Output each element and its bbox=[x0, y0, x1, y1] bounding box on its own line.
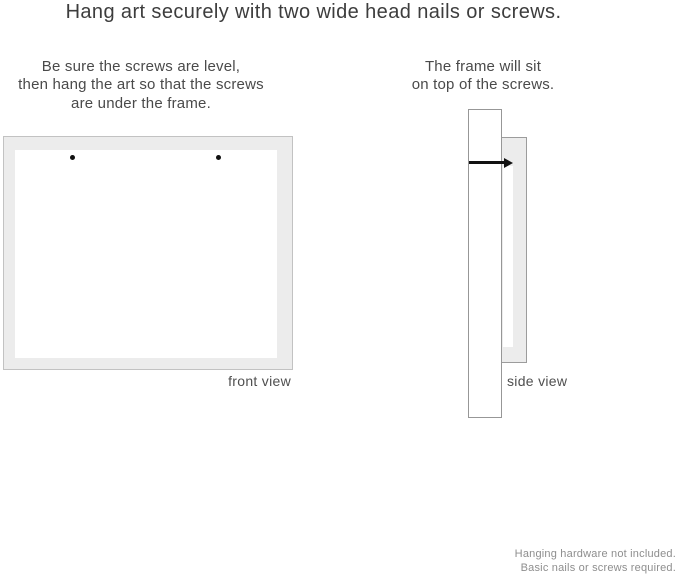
nail-shaft bbox=[469, 161, 505, 164]
frame-side-profile bbox=[501, 137, 527, 363]
front-instruction-line-1: Be sure the screws are level, bbox=[41, 58, 241, 75]
footnote-line-2: Basic nails or screws required. bbox=[520, 561, 676, 574]
canvas-side-strip bbox=[503, 166, 513, 347]
screw-head-icon bbox=[70, 154, 75, 160]
side-instruction-line-2: on top of the screws. bbox=[411, 76, 555, 94]
wall-board bbox=[468, 109, 502, 418]
screw-head-icon bbox=[216, 154, 221, 160]
front-instruction-line-2: then hang the art so that the screws bbox=[18, 76, 264, 94]
nail-head bbox=[504, 158, 513, 168]
front-view-caption: front view bbox=[228, 373, 291, 389]
art-canvas bbox=[15, 150, 277, 358]
side-view-instructions: The frame will sit on top of the screws. bbox=[383, 58, 583, 95]
page-title: Hang art securely with two wide head nai… bbox=[65, 1, 562, 23]
footnote-line-1: Hanging hardware not included. bbox=[514, 548, 676, 560]
framed-art-front-view bbox=[3, 136, 293, 370]
front-view-instructions: Be sure the screws are level, then hang … bbox=[0, 58, 282, 113]
front-instruction-line-3: are under the frame. bbox=[71, 94, 211, 112]
footnote: Hanging hardware not included. Basic nai… bbox=[515, 548, 676, 576]
side-instruction-line-1: The frame will sit bbox=[424, 58, 542, 75]
side-view-caption: side view bbox=[507, 373, 568, 389]
